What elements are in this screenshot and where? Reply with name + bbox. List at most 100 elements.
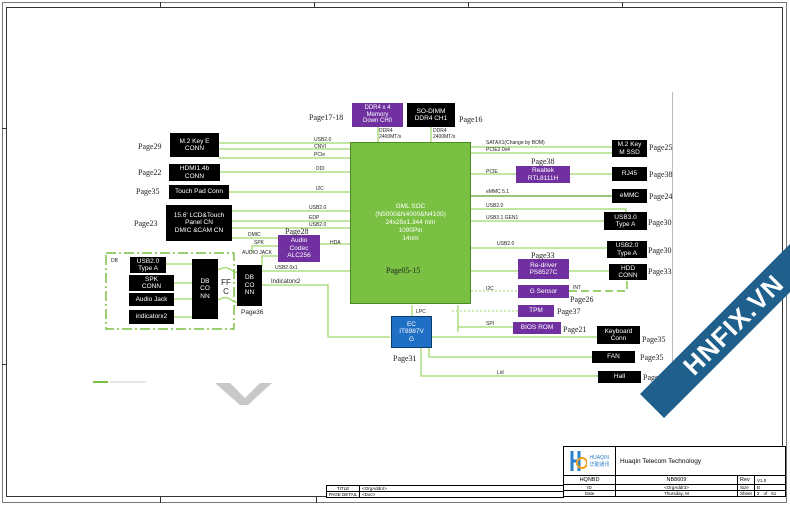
ruler-tick — [160, 2, 161, 7]
sig-int: INT — [573, 285, 582, 291]
sig-spk: SPK — [254, 240, 265, 246]
sig-usb31: USB3.1 GEN1 — [486, 215, 519, 221]
wire-fan — [428, 348, 592, 358]
bios-rom-page: Page21 — [563, 325, 587, 334]
sig-lpc: LPC — [416, 309, 426, 315]
sig-hda: HDA — [330, 240, 341, 246]
rj45-block: RJ45 — [612, 167, 647, 181]
ruler-tick — [316, 497, 317, 503]
hdmi-page: Page22 — [138, 168, 162, 177]
wire-usb3-usb2 — [471, 208, 627, 214]
page-detail-value: <Doc> — [359, 491, 564, 498]
hq-logo-icon — [570, 451, 588, 471]
sig-usb3-usb2: USB2.0 — [486, 203, 504, 209]
sheet-of: of — [763, 491, 768, 496]
date-value: Thursday, M — [615, 490, 738, 497]
soc-block: GML SOC (N5000&N4000&N4100) 24x25x1.344 … — [350, 142, 471, 304]
sig-dmic: DMIC — [248, 232, 261, 238]
bios-rom-block: BIOS ROM — [513, 322, 561, 334]
ddr4-onboard-page: Page17-18 — [309, 113, 344, 122]
gsensor-page: Page26 — [570, 295, 594, 304]
soc-page: Page05-15 — [386, 266, 421, 275]
m2-key-e-block: M.2 Key E CONN — [170, 133, 219, 157]
db-conn-right-block: DB CO NN — [237, 265, 262, 306]
ruler-tick — [160, 497, 161, 503]
redriver-block: Re-driver PS8527C — [518, 259, 569, 279]
sig-gsensor-i2c: I2C — [486, 286, 494, 292]
db-board-outline — [105, 252, 235, 330]
hdd-conn-block: HDD CONN — [609, 264, 647, 280]
touchpad-page: Page35 — [136, 187, 160, 196]
audio-codec-page: Page28 — [285, 227, 309, 236]
sig-spi: SPI — [486, 321, 495, 327]
sodimm-block: SO-DIMM DDR4 CH1 — [407, 103, 455, 127]
sig-ddi: DDI — [316, 166, 325, 172]
ec-block: EC IT8987V G — [391, 316, 432, 348]
sig-edp: EDP — [309, 215, 320, 221]
realtek-page: Page38 — [531, 157, 555, 166]
sig-usb: USB2.0 — [314, 137, 332, 143]
emmc-block: eMMC — [612, 189, 647, 203]
ruler-tick — [622, 2, 623, 7]
date-label: Date — [563, 490, 616, 497]
sig-usb2x1: USB2.0x1 — [275, 265, 298, 271]
ffc-label: FF C — [221, 277, 231, 296]
ec-page: Page31 — [393, 354, 417, 363]
ddr4-ch0-bus-label: DDR4 2400MT/s — [379, 128, 402, 140]
tpm-page: Page37 — [557, 307, 581, 316]
lcd-panel-block: 15.6' LCD&Touch Panel CN DMIC &CAM CN — [166, 205, 232, 241]
sig-lid: Lid — [497, 370, 504, 376]
wire-lid — [420, 348, 598, 377]
wire-spk — [251, 245, 278, 253]
sig-lcd-usb2: USB2.0 — [309, 222, 327, 228]
db-audio-jack-block: Audio Jack — [129, 293, 174, 306]
usb2-block: USB2.0 Type A — [607, 241, 647, 258]
sig-usb2-right: USB2.0 — [497, 241, 515, 247]
realtek-block: Realtek RTL8111H — [516, 166, 570, 183]
db-conn-left-block: DB CO NN — [192, 259, 218, 319]
ruler-tick — [314, 2, 315, 7]
lcd-panel-page: Page23 — [134, 219, 158, 228]
ddr4-ch1-bus-label: DDR4 2400MT/s — [433, 128, 456, 140]
sig-pcie: PCIe — [314, 152, 326, 158]
db-conn-page: Page36 — [241, 309, 264, 316]
hdmi-block: HDMI1.4b CONN — [169, 164, 220, 181]
gsensor-block: G Sensor — [518, 285, 569, 298]
sig-cnvi: CNVI — [314, 144, 326, 150]
emmc-page: Page24 — [649, 192, 673, 201]
sodimm-page: Page16 — [459, 115, 483, 124]
rj45-page: Page38 — [649, 170, 673, 179]
ddr4-onboard-block: DDR4 x 4 Memory Down CH0 — [352, 103, 403, 127]
sig-emmc: eMMC 5.1 — [486, 189, 510, 195]
hall-block: Hall — [598, 371, 641, 383]
sig-sata: SATAX1(Change by BOM) — [486, 140, 545, 146]
keyboard-conn-block: Keyboard Conn — [597, 326, 640, 344]
sig-audio-jack: AUDIO JACK — [242, 250, 273, 256]
company-logo: HUAQIN 华勤通讯 — [563, 446, 616, 476]
sig-lcd-usb: USB2.0 — [309, 205, 327, 211]
m2-ssd-page: Page25 — [649, 143, 673, 152]
soc-line: (N5000&N4000&N4100) — [375, 210, 446, 218]
wire-audio-jack — [261, 255, 278, 266]
company-name: Huaqin Telecom Technology — [615, 446, 786, 476]
usb2-page: Page30 — [648, 246, 672, 255]
sig-pcie-lan: PCIE — [486, 169, 498, 175]
sheet-total: 51 — [771, 491, 777, 496]
logo-cn: 华勤通讯 — [589, 461, 610, 468]
ruler-tick — [468, 2, 469, 7]
soc-line: 24x25x1.344 mm — [385, 218, 436, 226]
tpm-block: TPM — [518, 305, 554, 317]
db-board-title: DB — [111, 258, 118, 264]
db-spk-block: SPK CONN — [129, 275, 174, 291]
m2-ssd-block: M.2 Key M SSD — [612, 140, 647, 157]
ruler-tick — [2, 364, 7, 365]
db-usb-block: USB2.0 Type A — [130, 257, 166, 273]
soc-line: 1090Pin — [398, 227, 423, 235]
logo-text: HUAQIN — [589, 454, 609, 461]
fan-block: FAN — [592, 351, 635, 363]
sheet-number: 2 — [757, 491, 760, 496]
sheet-label: Sheet — [737, 490, 755, 497]
soc-line: 14nm — [402, 235, 419, 243]
redriver-page: Page33 — [531, 251, 555, 260]
wire-db-indicator — [262, 284, 390, 338]
